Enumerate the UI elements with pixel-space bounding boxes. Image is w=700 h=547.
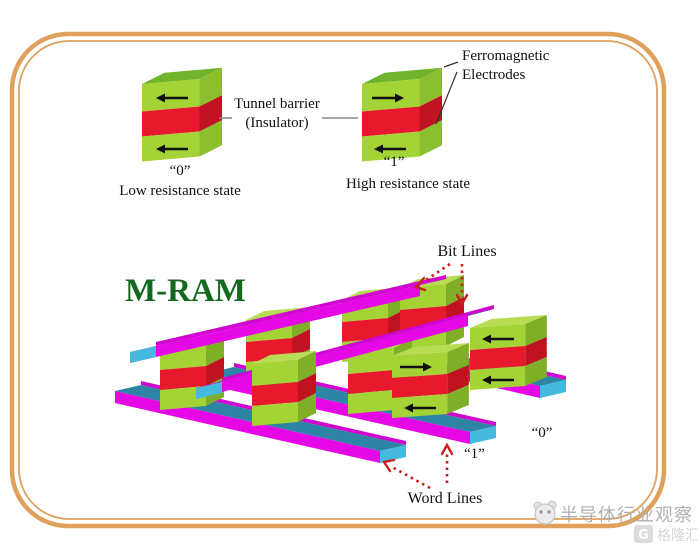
watermark-brand-text: 半导体行业观察 — [560, 505, 693, 526]
mtj-cell — [362, 67, 442, 162]
mram-title: M-RAM — [125, 273, 246, 309]
state1-symbol: “1” — [384, 154, 405, 170]
slide-border — [9, 31, 667, 529]
electrodes-label-line1: Ferromagnetic — [462, 48, 550, 64]
dotted-arrow — [391, 465, 431, 490]
mtj-cell — [142, 67, 222, 162]
state1-caption: High resistance state — [346, 176, 470, 192]
tunnel-barrier-label-line2: (Insulator) — [245, 115, 308, 131]
arrowhead-icon — [455, 293, 469, 307]
memory-cell-state0 — [470, 315, 547, 390]
tunnel-barrier-callout: Tunnel barrier (Insulator) — [219, 96, 358, 131]
word-lines-annotation: Word Lines — [382, 442, 483, 507]
arrowhead-icon — [413, 276, 427, 292]
cell-state0-label: “0” — [532, 425, 553, 441]
bit-lines-annotation: Bit Lines — [413, 243, 497, 307]
ferromagnetic-electrodes-callout: Ferromagnetic Electrodes — [435, 48, 550, 125]
gelonghui-logo-name: 格隆汇 — [657, 528, 699, 544]
memory-cell-state1 — [392, 343, 469, 418]
dotted-arrow — [422, 262, 451, 284]
mtj-state1-stack — [362, 67, 442, 162]
tunnel-barrier-label-line1: Tunnel barrier — [234, 96, 320, 112]
bit-lines-label: Bit Lines — [437, 243, 496, 260]
callout-line — [443, 61, 459, 68]
callout-line — [435, 71, 458, 125]
watermark: 半导体行业观察 G 格隆汇 — [533, 500, 699, 544]
electrodes-label-line2: Electrodes — [462, 67, 525, 83]
memory-cell — [252, 351, 316, 426]
cell-state1-label: “1” — [464, 446, 485, 462]
word-lines-label: Word Lines — [408, 490, 483, 507]
arrowhead-icon — [440, 442, 454, 456]
watermark-mascot-icon — [533, 500, 557, 525]
arrowhead-icon — [382, 458, 396, 473]
gelonghui-logo-letter: G — [638, 528, 649, 543]
state0-caption: Low resistance state — [119, 183, 241, 199]
mtj-state0-stack — [142, 67, 222, 162]
state0-symbol: “0” — [170, 163, 191, 179]
bit-line — [130, 275, 446, 363]
gelonghui-logo: G 格隆汇 — [634, 525, 699, 544]
